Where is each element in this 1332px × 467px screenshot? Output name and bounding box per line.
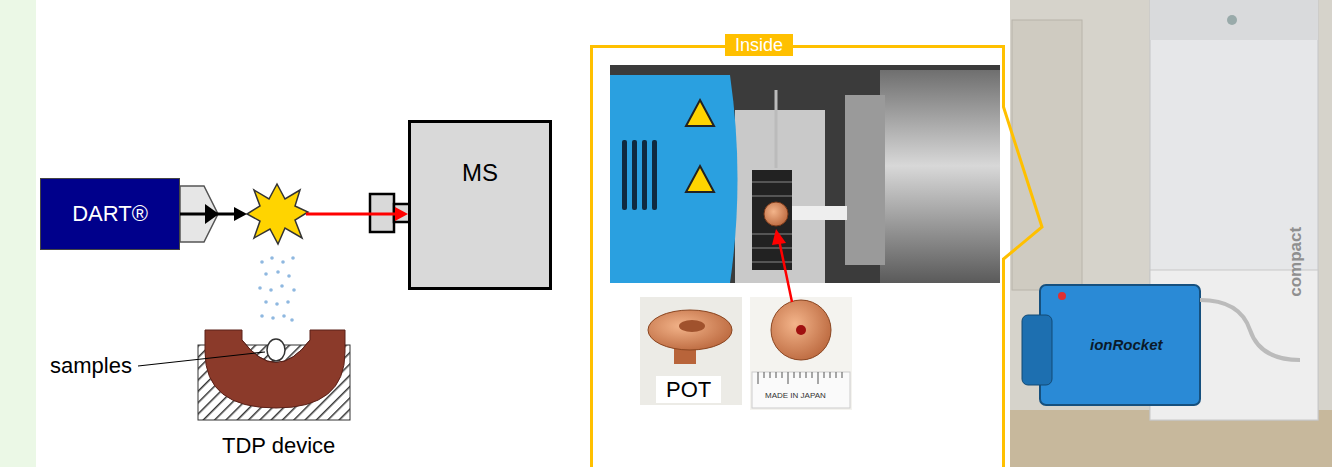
photo-plate bbox=[735, 110, 825, 283]
photo-vents bbox=[622, 140, 657, 210]
photo-logo bbox=[1227, 15, 1237, 25]
flow-line bbox=[306, 213, 396, 216]
box-label: DART® bbox=[72, 201, 148, 227]
photo-pot bbox=[764, 202, 788, 226]
photo-pot-side bbox=[640, 297, 742, 405]
photo-pot-cup bbox=[679, 320, 705, 332]
frame-outline bbox=[592, 47, 1043, 467]
photo-instrument-top bbox=[1150, 0, 1318, 40]
flow-line bbox=[180, 213, 236, 216]
photo-indicator bbox=[1058, 292, 1066, 300]
source-box: DART® bbox=[40, 178, 180, 250]
pointer-arrow bbox=[779, 240, 792, 302]
photo-housing bbox=[610, 75, 738, 283]
part-label: TDP device bbox=[222, 433, 335, 458]
warning-sign bbox=[686, 166, 714, 192]
photo-tube bbox=[792, 206, 847, 220]
photo-ion-source-cap bbox=[1022, 315, 1052, 385]
crucible-cavity bbox=[242, 340, 310, 363]
photo-pot-top bbox=[750, 297, 852, 410]
brand-label: ionRocket bbox=[1090, 336, 1163, 353]
instrument-box: MS bbox=[408, 120, 552, 290]
frame-outline bbox=[590, 45, 1005, 467]
ruler-ticks bbox=[758, 372, 842, 384]
photo-door bbox=[1012, 20, 1082, 290]
box-label: MS bbox=[411, 159, 549, 187]
ruler-print: MADE IN JAPAN bbox=[765, 391, 826, 400]
part-label: POT bbox=[656, 376, 721, 403]
photo-ion-source bbox=[610, 65, 1000, 283]
ionization-star bbox=[247, 184, 308, 244]
background-strip bbox=[0, 0, 36, 467]
photo-pot-disc bbox=[771, 300, 831, 360]
photo-ion-source-box bbox=[1040, 285, 1200, 405]
photo-pot-hole bbox=[796, 325, 806, 335]
photo-cable bbox=[1200, 300, 1300, 360]
frame-heading: Inside bbox=[725, 34, 793, 56]
flow-arrow bbox=[180, 207, 408, 221]
photo-heatsink-fins bbox=[752, 182, 792, 262]
vapour-dots bbox=[258, 256, 296, 322]
photo-rod bbox=[775, 90, 778, 168]
photo-ruler bbox=[752, 372, 850, 408]
arrowhead bbox=[395, 207, 408, 221]
photo-cylinder bbox=[845, 95, 885, 265]
photo-room bbox=[1010, 0, 1332, 467]
pointer-arrowhead bbox=[772, 229, 786, 245]
photo-pot-disc bbox=[648, 310, 732, 350]
sample bbox=[267, 339, 285, 361]
arrowhead bbox=[234, 207, 247, 221]
part-label: samples bbox=[50, 353, 132, 378]
callout-frame: Inside bbox=[590, 45, 1005, 467]
crucible bbox=[205, 330, 345, 408]
photo-heatsink bbox=[752, 170, 792, 270]
photo-cylinder bbox=[880, 70, 1000, 283]
leader-line bbox=[138, 352, 265, 366]
model-label: compact bbox=[1286, 227, 1306, 297]
warning-sign bbox=[686, 100, 714, 126]
